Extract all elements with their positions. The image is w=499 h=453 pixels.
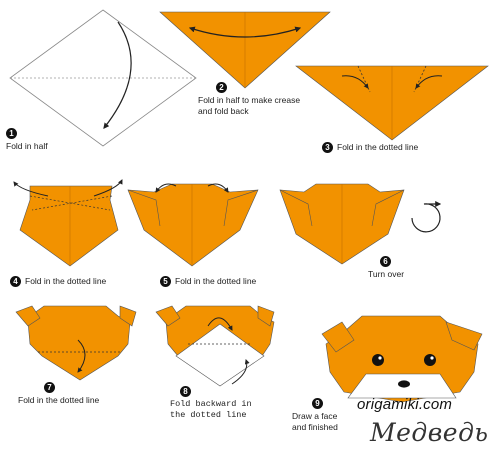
step-4-number: 4 (10, 276, 21, 287)
step-3-triangle (296, 66, 488, 140)
step-1-number: 1 (6, 128, 17, 139)
step-3-number: 3 (322, 142, 333, 153)
step-6-number: 6 (380, 256, 391, 267)
step-8-number: 8 (180, 386, 191, 397)
step-1-caption: 1 Fold in half (6, 128, 48, 152)
bear-right-eye (424, 354, 436, 366)
step-4-shape (14, 180, 122, 266)
bear-nose (398, 380, 410, 387)
step-9-number: 9 (312, 398, 323, 409)
step-6-caption: 6 Turn over (368, 256, 404, 280)
step-7-caption: 7 Fold in the dotted line (18, 382, 99, 406)
step-2-caption: 2 Fold in half to make crease and fold b… (198, 82, 300, 117)
step-9-bear-face (322, 316, 482, 402)
step-8-shape (156, 306, 274, 386)
step-5-number: 5 (160, 276, 171, 287)
step-5-shape (128, 184, 258, 266)
step-6-shape (280, 184, 440, 264)
step-7-shape (16, 306, 136, 380)
bear-left-eye (372, 354, 384, 366)
step-1-square (10, 10, 196, 146)
watermark: origamiki.com (357, 396, 452, 413)
step-2-number: 2 (216, 82, 227, 93)
page-title: Медведь (370, 418, 489, 447)
step-9-caption: 9 Draw a face and finished (292, 398, 338, 433)
step-7-number: 7 (44, 382, 55, 393)
step-8-caption: 8 Fold backward in the dotted line (170, 386, 252, 421)
step-6-turn-over-arrow (412, 204, 440, 232)
